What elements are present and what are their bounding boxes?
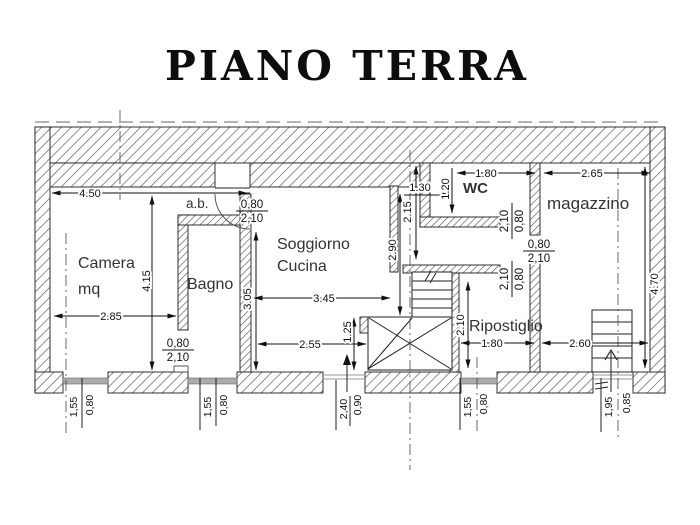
magazzino-left-wall-lower <box>529 261 541 373</box>
door-width: 0,80 <box>167 338 189 350</box>
door-height: 2,10 <box>499 268 511 290</box>
entrance-door-label: 2,40 0,90 <box>335 380 366 430</box>
opening-value: 1,55 <box>462 397 474 418</box>
wall-right <box>649 126 666 394</box>
door-width: 0,80 <box>514 210 526 232</box>
opening-value: 2,40 <box>338 399 350 420</box>
door-height: 2,10 <box>528 253 550 265</box>
door-width: 0,80 <box>528 239 550 251</box>
door-width: 0,80 <box>241 199 263 211</box>
anteroom-door-label: 0,80 2,10 <box>236 197 268 227</box>
bagno-window-sill <box>187 377 238 385</box>
stair-flight <box>591 309 633 373</box>
wc-door-label: 2,10 0,80 <box>497 203 528 239</box>
wall-bottom-1 <box>34 371 64 394</box>
ripostiglio-window-sill <box>460 377 498 385</box>
wall-top-left-inner-b <box>249 162 426 188</box>
dim-soggiorno-bottom-width: 2.55 <box>299 339 320 351</box>
winder-line <box>367 317 413 370</box>
dimension-lines: 4.50 4.15 2.85 3.05 3.45 2.90 2.55 1.25 … <box>51 165 663 371</box>
room-label-soggiorno: Soggiorno <box>277 236 350 253</box>
magazzino-door-label: 0,80 2,10 <box>523 237 555 267</box>
entrance-arrow <box>343 354 351 392</box>
opening-value: 0,80 <box>218 395 230 416</box>
dim-wc-offset: 1.30 <box>409 182 430 194</box>
camera-window-label: 1,55 0,80 <box>67 378 98 428</box>
magazzino-stair-door-label: 1,95 0,85 <box>600 378 635 432</box>
dim-wc-width: 1.80 <box>475 168 496 180</box>
wall-bottom-4 <box>364 371 462 394</box>
door-height: 2,10 <box>241 213 263 225</box>
room-label-cucina: Cucina <box>277 258 327 275</box>
door-width: 0,80 <box>514 268 526 290</box>
wc-bottom-wall <box>419 216 501 228</box>
dim-landing-depth: 1.25 <box>342 321 354 342</box>
room-label-magazzino: magazzino <box>547 194 629 213</box>
dim-magazzino-bottom-width: 2.60 <box>569 338 590 350</box>
bottom-opening-labels: 1,55 0,80 1,55 0,80 2,40 0,90 1,55 0,80 … <box>67 378 635 432</box>
dim-bagno-height: 3.05 <box>242 288 254 309</box>
opening-value: 1,55 <box>202 397 214 418</box>
room-label-anteroom: a.b. <box>186 196 209 211</box>
door-swing-arc <box>214 193 251 230</box>
wall-bottom-3 <box>236 371 324 394</box>
room-label-wc: WC <box>463 180 488 197</box>
bagno-top-wall <box>177 214 251 226</box>
room-label-bagno: Bagno <box>187 276 233 293</box>
dim-corridor-height: 2.15 <box>402 201 414 222</box>
room-label-camera: Camera <box>78 255 135 272</box>
dim-camera-top-width: 4.50 <box>79 188 100 200</box>
stair-break-tick <box>429 272 437 284</box>
ripostiglio-door-label: 2,10 0,80 <box>497 261 528 297</box>
bagno-door-threshold <box>173 365 189 373</box>
dim-magazzino-width: 2.65 <box>581 168 602 180</box>
dim-wc-depth: 1.20 <box>440 178 452 199</box>
camera-window-sill <box>62 377 109 385</box>
openings <box>62 365 633 385</box>
magazzino-staircase <box>591 309 633 392</box>
stair-break-tick <box>424 270 432 282</box>
bagno-window-label: 1,55 0,80 <box>199 378 232 430</box>
wall-bottom-5 <box>496 371 594 394</box>
dim-ripostiglio-height: 2.10 <box>455 314 467 335</box>
wall-top <box>34 126 666 164</box>
bagno-door-label: 0,80 2,10 <box>162 336 194 366</box>
door-height: 2,10 <box>499 210 511 232</box>
room-label-ripostiglio: Ripostiglio <box>469 318 543 335</box>
room-labels: Camera mq Bagno Soggiorno Cucina WC maga… <box>78 180 629 335</box>
entry-arrow-icon <box>343 354 351 365</box>
opening-value: 1,95 <box>603 397 615 418</box>
wall-top-left-inner-a <box>34 162 216 188</box>
centerlines <box>65 110 619 470</box>
opening-value: 0,85 <box>621 393 633 414</box>
wall-bottom-2 <box>107 371 189 394</box>
door-size-labels: 0,80 2,10 0,80 2,10 0,80 2,10 2,10 0,80 … <box>162 197 555 366</box>
dim-soggiorno-width: 3.45 <box>313 293 334 305</box>
room-label-camera-mq: mq <box>78 281 100 298</box>
ripostiglio-window-label: 1,55 0,80 <box>459 378 492 430</box>
page-title: PIANO TERRA <box>165 42 529 90</box>
opening-value: 0,90 <box>352 395 364 416</box>
wall-bottom-6 <box>632 371 666 394</box>
bagno-left-wall <box>177 214 189 331</box>
magazzino-left-wall-upper <box>529 162 541 236</box>
dim-soggiorno-height: 2.90 <box>387 239 399 260</box>
opening-value: 0,80 <box>84 395 96 416</box>
exterior-walls <box>34 126 666 394</box>
door-height: 2,10 <box>167 352 189 364</box>
up-arrow-icon <box>604 348 618 361</box>
dim-camera-width: 2.85 <box>100 311 121 323</box>
wall-left <box>34 126 51 394</box>
dim-camera-height: 4.15 <box>141 270 153 291</box>
dim-ripostiglio-width: 1.80 <box>481 338 502 350</box>
landing-wall-stub <box>359 316 369 334</box>
dim-magazzino-height: 4.70 <box>649 273 661 294</box>
opening-value: 0,80 <box>478 394 490 415</box>
opening-value: 1,55 <box>68 397 80 418</box>
